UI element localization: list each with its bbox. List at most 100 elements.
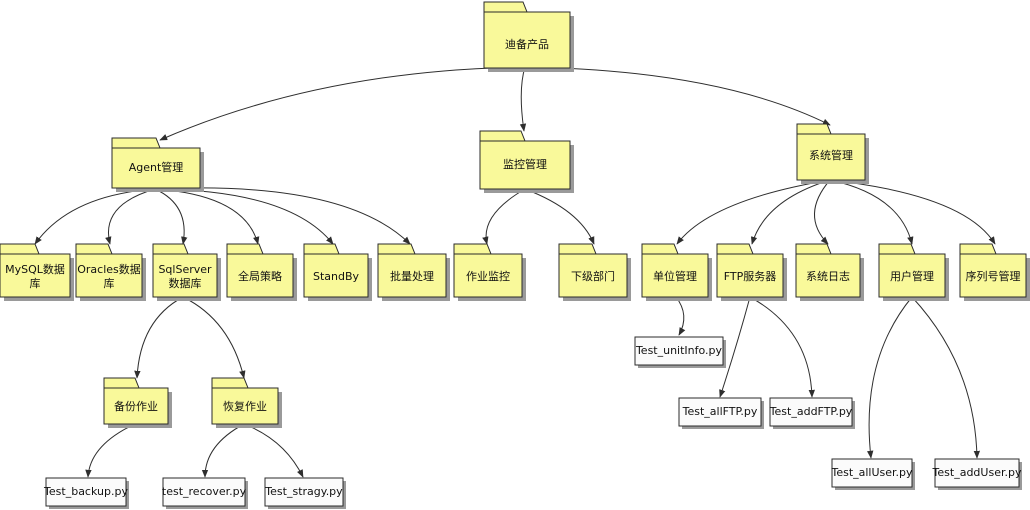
folder-tab (111, 137, 161, 149)
oracle-folder (75, 243, 146, 301)
job-monitor-folder (453, 243, 526, 301)
folder-layer (0, 1, 1030, 428)
edge-system-ftp (750, 179, 831, 245)
unit-mgmt-folder (641, 243, 712, 301)
test-alluser-box (831, 458, 915, 490)
folder-tab (641, 243, 679, 255)
folder-body (111, 147, 201, 189)
file-body (934, 458, 1020, 488)
edge-recover-stragy (243, 423, 304, 478)
sys-log-folder (795, 243, 864, 301)
agent-folder (111, 137, 204, 192)
file-body (678, 397, 762, 427)
file-body (831, 458, 913, 488)
folder-body (103, 387, 169, 425)
edge-sql-recover (182, 296, 246, 379)
edge-user-add (911, 296, 981, 459)
folder-body (303, 253, 369, 298)
folder-tab (796, 123, 832, 135)
backup-job-folder (103, 377, 172, 428)
edges (34, 66, 996, 478)
sub-dept-folder (558, 243, 631, 301)
folder-tab (558, 243, 597, 255)
file-body (264, 477, 344, 507)
folder-tab (377, 243, 416, 255)
test-allftp-box (678, 397, 764, 429)
folder-body (75, 253, 143, 298)
folder-body (211, 387, 279, 425)
test-recover-box (162, 477, 248, 509)
edge-system-user (829, 179, 914, 245)
folder-tab (226, 243, 264, 255)
edge-monitor-job (482, 188, 526, 245)
system-folder (796, 123, 869, 184)
file-body (769, 397, 853, 427)
serial-mgmt-folder (959, 243, 1030, 301)
folder-body (558, 253, 628, 298)
edge-system-serial (829, 179, 996, 245)
file-layer (45, 336, 1022, 509)
edge-system-log (814, 179, 831, 245)
file-body (634, 336, 724, 366)
ftp-server-folder (716, 243, 787, 301)
folder-body (959, 253, 1027, 298)
edge-root-agent (159, 66, 526, 141)
folder-body (878, 253, 946, 298)
folder-tab (0, 243, 40, 255)
test-unitinfo-box (634, 336, 726, 368)
test-adduser-box (934, 458, 1022, 490)
sqlserver-folder (152, 243, 221, 301)
folder-body (641, 253, 709, 298)
mysql-folder (0, 243, 74, 301)
root-folder (483, 1, 574, 72)
edge-root-monitor (519, 66, 527, 132)
monitor-folder (479, 130, 574, 193)
edge-monitor-sub (524, 188, 595, 245)
folder-tab (453, 243, 492, 255)
folder-tab (483, 1, 528, 13)
test-stragy-box (264, 477, 346, 509)
edge-backup-file (85, 423, 136, 478)
test-backup-box (45, 477, 129, 509)
edge-agent-sqlserver (154, 188, 188, 245)
edge-agent-oracle (105, 188, 156, 245)
test-addftp-box (769, 397, 855, 429)
edge-recover-file (201, 423, 245, 478)
file-body (162, 477, 246, 507)
folder-tab (152, 243, 189, 255)
folder-body (453, 253, 523, 298)
folder-tab (959, 243, 997, 255)
folder-body (0, 253, 71, 298)
edge-ftp-add (749, 296, 815, 398)
folder-body (716, 253, 784, 298)
edge-root-system (524, 66, 831, 126)
folder-tab (211, 377, 249, 389)
folder-tab (479, 130, 526, 142)
global-policy-folder (226, 243, 297, 301)
folder-body (377, 253, 447, 298)
folder-tab (878, 243, 916, 255)
edge-unit-file (675, 296, 686, 336)
folder-body (796, 133, 866, 181)
edge-agent-mysql (34, 188, 156, 245)
edge-ftp-all (719, 296, 751, 398)
folder-body (479, 140, 571, 190)
folder-body (795, 253, 861, 298)
edge-sql-backup (134, 296, 184, 379)
folder-body (226, 253, 294, 298)
standby-folder (303, 243, 372, 301)
folder-tab (103, 377, 140, 389)
edge-system-unit (676, 179, 831, 245)
folder-body (152, 253, 218, 298)
folder-body (483, 11, 571, 69)
edge-user-all (867, 296, 913, 459)
folder-tab (75, 243, 113, 255)
folder-tab (716, 243, 754, 255)
folder-tab (303, 243, 340, 255)
folder-tab (795, 243, 832, 255)
recover-job-folder (211, 377, 282, 428)
file-body (45, 477, 127, 507)
batch-folder (377, 243, 450, 301)
